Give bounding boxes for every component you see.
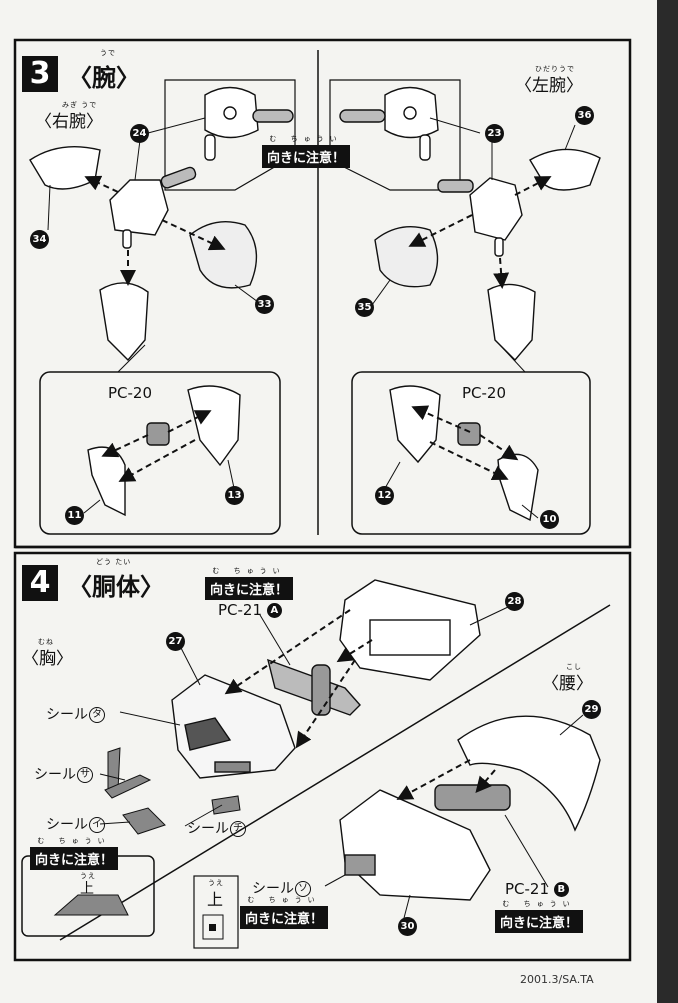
up-indicator-box: [193, 875, 239, 949]
part-number-27: 27: [166, 632, 185, 651]
left-arm-label: 〈左腕〉: [515, 76, 583, 96]
right-detail-callout: [164, 79, 296, 191]
section4-title: 〈胴体〉: [68, 573, 164, 601]
box-up-ruby: うえ: [208, 879, 224, 887]
part-number-13: 13: [225, 486, 244, 505]
box-up-label: 上: [207, 890, 224, 909]
section3-warning: む ちゅうい 向きに注意！: [262, 134, 351, 168]
section3-number: 3: [22, 56, 58, 92]
section3-title-ruby: うで: [100, 49, 116, 57]
inset-up-ruby: うえ: [80, 872, 96, 880]
section4-warning-top: む ちゅうい 向きに注意！: [205, 566, 294, 600]
part-number-33: 33: [255, 295, 274, 314]
pc20-label-left: PC-20: [462, 384, 507, 402]
seal-sa-label: シールサ: [34, 764, 93, 784]
left-hand-inset: [351, 371, 591, 535]
seal-so-label: シールソ: [252, 878, 311, 898]
part-number-11: 11: [65, 506, 84, 525]
page-edge-shadow: [657, 0, 678, 1003]
seal-ta-label: シールタ: [46, 704, 105, 724]
section4-frame: [13, 551, 632, 962]
chest-label: 〈胸〉: [22, 649, 73, 669]
pc20-label-right: PC-20: [108, 384, 153, 402]
part-number-36: 36: [575, 106, 594, 125]
part-number-12: 12: [375, 486, 394, 505]
right-arm-label: 〈右腕〉: [35, 112, 103, 132]
part-number-29: 29: [582, 700, 601, 719]
section4-warning-waist: む ちゅうい 向きに注意！: [240, 895, 329, 929]
left-arm-ruby: ひだりうで: [535, 65, 575, 73]
part-number-24: 24: [130, 124, 149, 143]
waist-ruby: こし: [566, 663, 582, 671]
part-number-35: 35: [355, 298, 374, 317]
section3-title: 〈腕〉: [68, 64, 140, 92]
pc21b-label: PC-21 B: [505, 880, 569, 898]
part-number-34: 34: [30, 230, 49, 249]
right-arm-ruby: みぎ うで: [62, 101, 98, 109]
inset-up-label: 上: [80, 881, 94, 897]
part-number-30: 30: [398, 917, 417, 936]
section4-title-ruby: どう たい: [96, 558, 132, 566]
footer-code: 2001.3/SA.TA: [520, 973, 594, 986]
section4-warning-inset: む ちゅうい 向きに注意！: [30, 836, 119, 870]
pc21a-label: PC-21 A: [218, 601, 282, 619]
waist-label: 〈腰〉: [542, 674, 593, 694]
seal-i-label: シールイ: [46, 814, 105, 834]
part-number-28: 28: [505, 592, 524, 611]
chest-ruby: むね: [38, 638, 54, 646]
section4-warning-pc21b: む ちゅうい 向きに注意！: [495, 899, 584, 933]
right-hand-inset: [39, 371, 281, 535]
part-number-10: 10: [540, 510, 559, 529]
section4-divider: [59, 604, 611, 941]
section4-number: 4: [22, 565, 58, 601]
part-number-23: 23: [485, 124, 504, 143]
seal-chi-label: シールチ: [187, 818, 246, 838]
